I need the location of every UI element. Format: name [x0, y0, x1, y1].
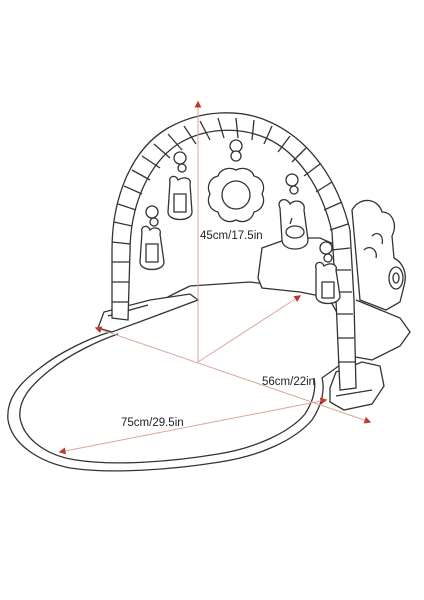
length-label: 75cm/29.5in — [121, 417, 184, 429]
bear-toy-right — [315, 241, 341, 305]
bear-toy-center-left — [167, 151, 193, 221]
height-label: 45cm/17.5in — [200, 230, 263, 242]
bear-toy-left — [139, 205, 165, 271]
bear-toy-center-right — [278, 173, 309, 250]
mirror-flower-toy — [207, 139, 265, 223]
dimension-lines — [58, 100, 372, 455]
depth-dimension-line — [197, 295, 302, 363]
width-dimension-line — [94, 326, 372, 424]
right-base-foot — [329, 361, 385, 411]
length-dimension-line — [58, 397, 328, 455]
hanging-toys — [139, 139, 341, 305]
width-label: 56cm/22in — [262, 376, 315, 388]
